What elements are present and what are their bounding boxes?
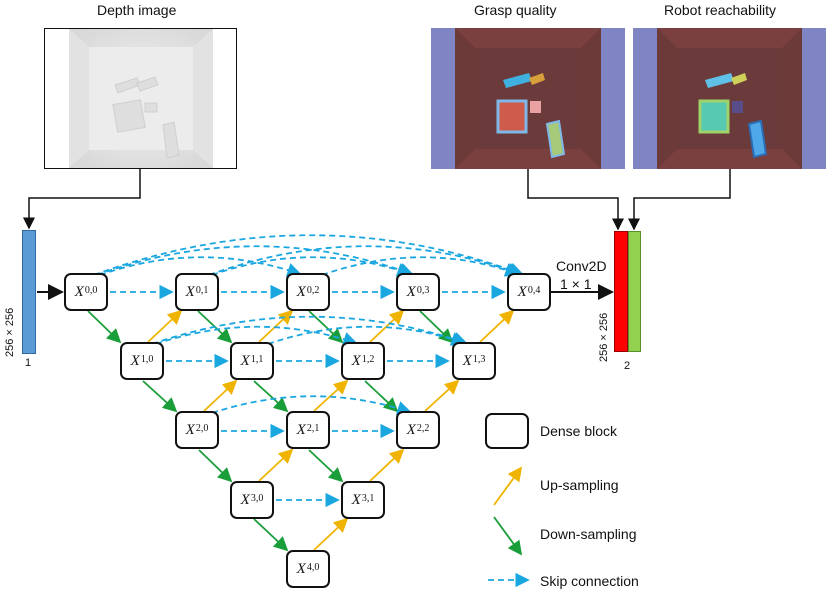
skip-x20-x22 [211,395,412,415]
skip-x00-x02 [99,256,302,277]
robot-reachability-panel [633,28,826,169]
input-tensor-channels: 1 [25,357,32,369]
down-x11-x21 [253,380,289,413]
input-tensor-size: 256 × 256 [4,307,16,357]
down-x00-x10 [87,310,122,344]
down-x21-x31 [308,449,344,483]
skip-x02-x04 [321,256,520,277]
up-x10-x01 [147,309,183,343]
depth-image-picture [69,29,213,168]
conv-kernel-label: 1 × 1 [560,276,592,292]
up-x30-x21 [258,448,294,482]
legend-dense-block-label: Dense block [540,423,618,439]
down-x20-x30 [198,449,233,483]
up-x31-x22 [369,448,405,482]
grasp-quality-title: Grasp quality [474,2,557,18]
skip-x01-x03 [211,256,412,277]
legend-up-sampling-label: Up-sampling [540,477,619,493]
depth-image-title: Depth image [97,2,177,18]
robot-reachability-picture [657,28,802,169]
input-tensor-bar [22,230,36,354]
up-x20-x11 [203,379,238,412]
skip-x00-x04 [93,234,524,277]
grasp-quality-picture [455,28,601,169]
depth-to-input-arrow [23,169,141,230]
up-x13-x04 [479,309,515,343]
output-tensor-channels: 2 [624,360,631,372]
down-x30-x40 [253,518,289,552]
grasp-to-output-arrow [527,169,624,231]
skip-x10-x13 [151,315,468,346]
skip-x00-x03 [96,245,414,277]
legend-down-sampling-label: Down-sampling [540,526,637,542]
up-x22-x13 [424,379,460,412]
legend-down-arrow [493,516,523,556]
skip-x01-x04 [208,245,522,277]
legend-dense-block-box [485,413,529,449]
legend-up-arrow [493,466,523,506]
output-tensor-bar-red [614,231,628,352]
skip-x10-x12 [155,325,358,346]
robot-reachability-title: Robot reachability [664,2,777,18]
conv-label: Conv2D [556,258,607,274]
legend-skip-connection-label: Skip connection [540,573,639,589]
reach-to-output-arrow [628,169,731,231]
output-tensor-bar-green [628,231,641,352]
skip-x11-x13 [267,325,466,346]
depth-image-panel [44,28,237,169]
grasp-quality-panel [431,28,625,169]
down-x10-x20 [142,380,178,413]
up-x40-x31 [313,517,349,551]
output-tensor-size: 256 × 256 [598,312,610,362]
